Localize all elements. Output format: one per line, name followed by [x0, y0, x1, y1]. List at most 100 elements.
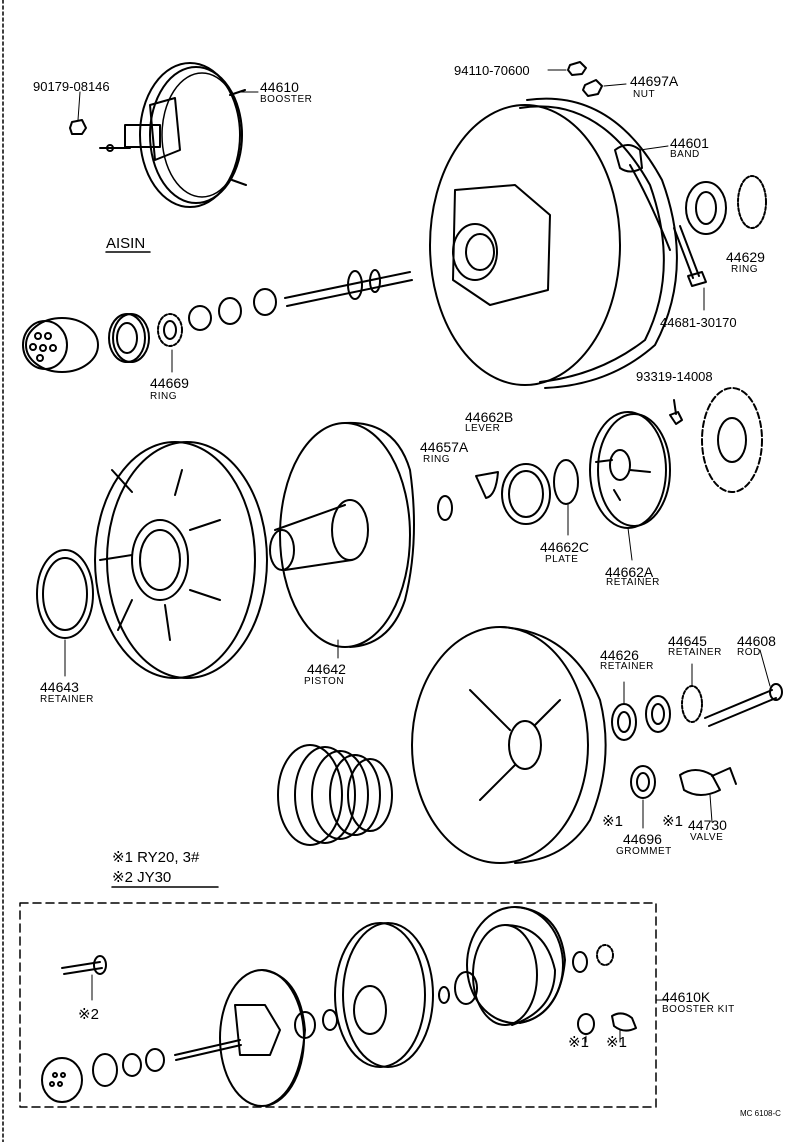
label-44697a-name: NUT [633, 89, 656, 100]
seal-44629-drawing [686, 182, 726, 234]
label-44657a-name: RING [423, 454, 450, 465]
lever-44662b-drawing [476, 472, 498, 498]
retainer-44662a-drawing [590, 412, 670, 528]
washer-2-drawing [219, 298, 241, 324]
kit-bushing-drawing [93, 1054, 117, 1086]
label-93319-14008: 93319-14008 [636, 369, 713, 384]
label-44662a-number: 44662A [605, 564, 654, 580]
label-44610-number: 44610 [260, 79, 299, 95]
label-44669-number: 44669 [150, 375, 189, 391]
seal-2-drawing [646, 696, 670, 732]
label-44643-number: 44643 [40, 679, 79, 695]
ring-44629-drawing [738, 176, 766, 228]
ring-44669-drawing [158, 314, 182, 346]
label-90179-08146: 90179-08146 [33, 79, 110, 94]
booster-assembly-drawing [100, 63, 246, 207]
band-44601-drawing [615, 145, 670, 250]
kit-rod-drawing [175, 1040, 241, 1060]
valve-body-drawing [23, 318, 98, 372]
screw-93319-drawing [670, 400, 682, 424]
label-44608-name: ROD [737, 647, 761, 658]
valve-44730-drawing [680, 768, 736, 795]
booster-kit-box [20, 903, 656, 1107]
label-44730-name: VALVE [690, 832, 724, 843]
label-44645-number: 44645 [668, 633, 707, 649]
kit-washer-2-drawing [146, 1049, 164, 1071]
label-44662c-name: PLATE [545, 554, 579, 565]
kit-retainer-small-drawing [573, 952, 587, 972]
retainer-44643-drawing [37, 550, 93, 638]
label-44696-number: 44696 [623, 831, 662, 847]
label-44610k-number: 44610K [662, 989, 711, 1005]
mark-1-valve: ※1 [662, 813, 683, 830]
footer-code: MC 6108-C [740, 1109, 781, 1118]
kit-front-shell-drawing [467, 907, 565, 1023]
rod-44608-drawing [705, 684, 782, 726]
label-44662a-name: RETAINER [606, 577, 660, 588]
kit-small-ring-drawing [439, 987, 449, 1003]
nut-94110-drawing [568, 62, 586, 75]
kit-check-valve-drawing [62, 956, 106, 974]
shell-drawing [430, 99, 677, 388]
bushing-drawing [109, 314, 149, 362]
label-44626-number: 44626 [600, 647, 639, 663]
kit-retainer-small-2-drawing [597, 945, 613, 965]
label-44662b-number: 44662B [465, 409, 514, 425]
kit-valve-drawing [612, 1013, 636, 1030]
label-44626-name: RETAINER [600, 661, 654, 672]
label-44601-name: BAND [670, 149, 700, 160]
mark-1-kit-a: ※1 [568, 1034, 589, 1051]
retainer-44626-drawing [612, 704, 636, 740]
label-44629-name: RING [731, 264, 758, 275]
brand-label: AISIN [106, 235, 146, 252]
label-44730-number: 44730 [688, 817, 727, 833]
mark-1-grommet: ※1 [602, 813, 623, 830]
seal-drawing [502, 464, 550, 524]
label-44642-name: PISTON [304, 676, 345, 687]
rear-shell-drawing [95, 442, 267, 678]
washer-3-drawing [254, 289, 276, 315]
label-44662b-name: LEVER [465, 423, 501, 434]
label-44697a-number: 44697A [630, 73, 679, 89]
label-44696-name: GROMMET [616, 846, 672, 857]
kit-washer-1-drawing [123, 1054, 141, 1076]
label-44643-name: RETAINER [40, 694, 94, 705]
kit-valve-body-drawing [42, 1058, 82, 1102]
kit-seal-2-drawing [455, 972, 477, 1004]
note-1: ※1 RY20, 3# [112, 849, 200, 866]
piston-44642-drawing [270, 423, 414, 647]
mark-2-kit: ※2 [78, 1006, 99, 1023]
label-44610k-name: BOOSTER KIT [662, 1004, 735, 1015]
label-44642-number: 44642 [307, 661, 346, 677]
label-44601-number: 44601 [670, 135, 709, 151]
kit-piston-drawing [220, 970, 305, 1106]
kit-grommet-drawing [578, 1014, 594, 1034]
label-44681-30170: 44681-30170 [660, 315, 737, 330]
label-44669-name: RING [150, 391, 177, 402]
label-44608-number: 44608 [737, 633, 776, 649]
nut-44697a-drawing [583, 80, 602, 96]
label-94110-70600: 94110-70600 [454, 63, 530, 78]
kit-rear-shell-drawing [335, 923, 433, 1067]
retainer-44645-drawing [682, 686, 702, 722]
label-44629-number: 44629 [726, 249, 765, 265]
nut-90179-drawing [70, 120, 86, 134]
ring-44657a-drawing [438, 496, 452, 520]
bolt-44681-drawing [674, 226, 706, 286]
diaphragm-drawing [278, 745, 392, 845]
grommet-44696-drawing [631, 766, 655, 798]
note-2: ※2 JY30 [112, 869, 172, 886]
front-shell-drawing [412, 627, 606, 863]
plate-44662c-drawing [554, 460, 578, 504]
gasket-drawing [702, 388, 762, 492]
washer-1-drawing [189, 306, 211, 330]
label-44610-name: BOOSTER [260, 94, 313, 105]
label-44645-name: RETAINER [668, 647, 722, 658]
kit-seal-drawing [295, 1012, 315, 1038]
label-44662c-number: 44662C [540, 539, 590, 555]
kit-retainer-drawing [473, 925, 555, 1025]
mark-1-kit-b: ※1 [606, 1034, 627, 1051]
operating-rod-drawing [285, 270, 412, 306]
